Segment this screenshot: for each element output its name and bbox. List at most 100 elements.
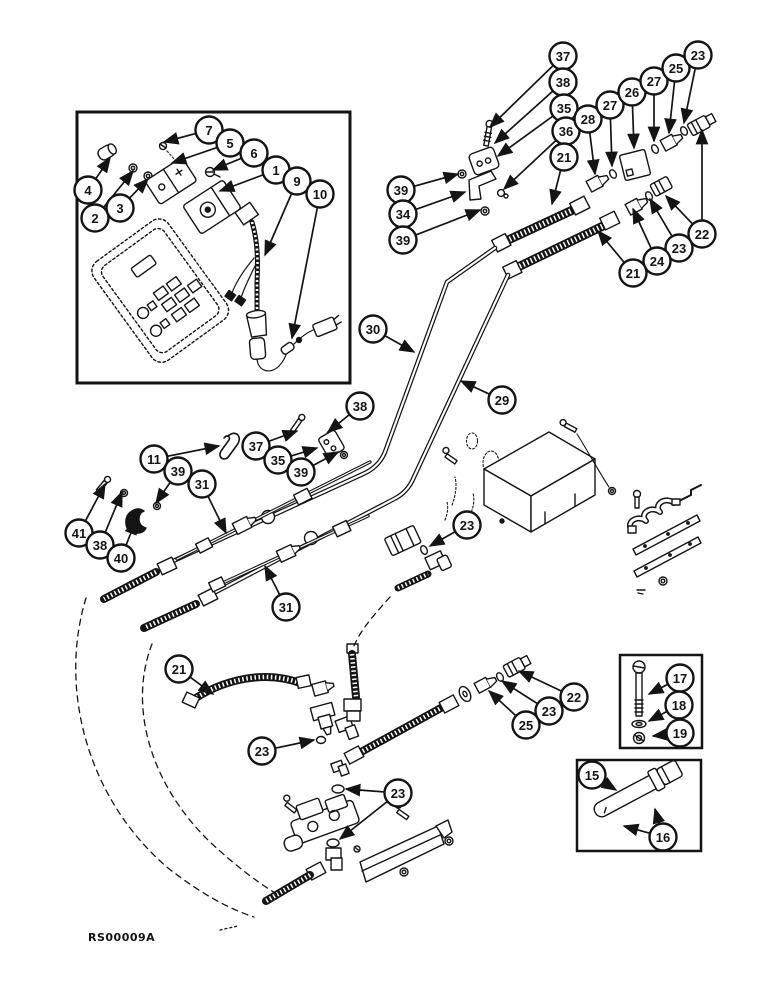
callout-leader	[104, 490, 123, 533]
callout-balloon	[241, 431, 271, 461]
cables-group	[175, 460, 372, 593]
callout-number: 37	[556, 49, 570, 64]
callout-7: 7	[162, 115, 224, 145]
nut	[128, 163, 138, 173]
callout-1: 1	[218, 155, 291, 192]
callout-leader	[384, 334, 416, 353]
callout-22: 22	[664, 128, 717, 249]
callout-23: 23	[247, 736, 316, 766]
callout-leader	[493, 90, 554, 145]
callout-leader	[275, 736, 316, 750]
callout-number: 19	[673, 726, 687, 741]
bolt	[482, 119, 494, 147]
callout-leader	[500, 680, 539, 705]
callout-leader	[189, 676, 215, 695]
callout-leader	[632, 207, 653, 250]
callout-number: 10	[313, 187, 327, 202]
bolt	[95, 475, 112, 493]
callout-balloon	[105, 193, 135, 223]
callout-21: 21	[596, 229, 648, 288]
callout-23: 23	[649, 197, 694, 263]
callout-17: 17	[647, 663, 695, 695]
callout-leader	[290, 446, 319, 459]
callout-23: 23	[338, 778, 413, 840]
callout-balloon	[534, 696, 564, 726]
callout-24: 24	[632, 207, 672, 276]
callout-balloon	[282, 166, 312, 196]
callout-number: 21	[557, 150, 571, 165]
bolt	[289, 413, 306, 434]
callout-19: 19	[651, 718, 695, 748]
callout-leader	[488, 64, 554, 129]
callout-40: 40	[106, 518, 137, 573]
callout-leader	[288, 207, 319, 340]
callout-leader	[664, 81, 677, 135]
callout-balloon	[286, 457, 316, 487]
callout-leader	[647, 681, 669, 695]
callout-balloon	[487, 385, 517, 415]
callout-leader	[326, 413, 351, 434]
callout-number: 38	[93, 538, 107, 553]
callout-23: 23	[680, 40, 713, 125]
callout-balloon	[661, 53, 691, 83]
callout-leader	[487, 689, 517, 717]
bolt-kit-inset	[618, 653, 704, 750]
callout-number: 25	[669, 61, 683, 76]
screw	[559, 418, 578, 433]
callout-leader	[264, 564, 281, 596]
callout-balloon	[345, 391, 375, 421]
nut	[457, 169, 467, 179]
callout-39: 39	[388, 209, 482, 255]
callout-balloon	[271, 592, 301, 622]
callout-37: 37	[488, 41, 578, 129]
callout-leader	[680, 68, 697, 125]
callout-leader	[415, 190, 467, 211]
switch-block	[145, 157, 197, 205]
washer	[496, 188, 506, 198]
callout-number: 21	[172, 662, 186, 677]
callout-38: 38	[85, 490, 123, 560]
callout-leader	[94, 156, 111, 180]
callout-balloon	[263, 445, 293, 475]
callout-leader	[502, 139, 557, 191]
left-clamp-group	[95, 432, 241, 534]
callout-25: 25	[661, 53, 691, 135]
callout-number: 23	[391, 786, 405, 801]
callout-leader	[517, 670, 563, 692]
callout-balloon	[187, 469, 217, 499]
callout-number: 23	[691, 48, 705, 63]
figure-code: RS00009A	[88, 931, 155, 944]
callout-11: 11	[139, 442, 221, 474]
callout-balloon	[577, 760, 607, 790]
callout-leader	[627, 105, 640, 150]
callout-balloon	[163, 456, 193, 486]
callout-22: 22	[517, 670, 589, 712]
callout-number: 23	[460, 518, 474, 533]
callout-9: 9	[264, 166, 312, 257]
callout-balloon	[305, 179, 335, 209]
routing-dashes	[75, 596, 391, 931]
callout-number: 29	[495, 393, 509, 408]
callout-balloon	[511, 710, 541, 740]
callout-number: 35	[271, 453, 285, 468]
callout-balloon	[665, 718, 695, 748]
valve-assembly	[262, 784, 410, 905]
callout-number: 22	[695, 227, 709, 242]
callout-number: 23	[255, 744, 269, 759]
z-bracket	[680, 484, 702, 501]
callout-balloon	[683, 40, 713, 70]
clamp-block	[468, 146, 500, 176]
callout-balloon	[106, 543, 136, 573]
callout-number: 27	[603, 98, 617, 113]
callout-number: 38	[556, 75, 570, 90]
plug-wire	[256, 314, 342, 372]
callout-number: 34	[396, 207, 411, 222]
knob-cap	[97, 143, 117, 161]
callout-balloon	[452, 510, 482, 540]
callout-number: 28	[581, 112, 595, 127]
mid-clamp-group	[289, 413, 349, 460]
callout-leader	[413, 171, 460, 188]
hook	[219, 432, 241, 460]
callout-number: 31	[279, 600, 293, 615]
